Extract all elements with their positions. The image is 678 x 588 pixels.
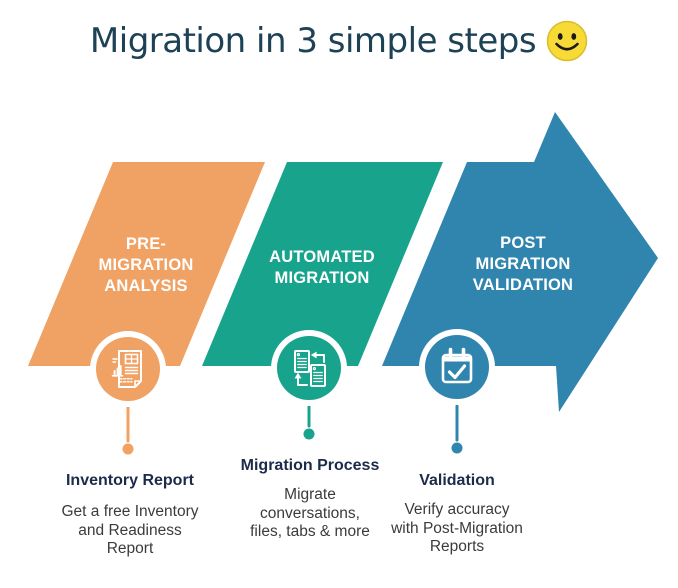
inventory-report-icon — [111, 350, 142, 388]
step2-caption-title: Migration Process — [240, 457, 380, 474]
step1-caption-body: Get a free Inventory and Readiness Repor… — [61, 503, 199, 557]
step3-label: POST MIGRATION VALIDATION — [472, 234, 574, 294]
step3-caption-title: Validation — [419, 472, 495, 489]
step2-label: AUTOMATED MIGRATION — [269, 248, 375, 287]
calendar-check-icon — [441, 347, 473, 384]
step1-badge-circle — [96, 337, 160, 401]
step2-caption-body: Migrate conversations, files, tabs & mor… — [250, 486, 370, 540]
step1-label: PRE- MIGRATION ANALYSIS — [98, 235, 194, 295]
step3-caption-body: Verify accuracy with Post-Migration Repo… — [391, 501, 523, 555]
step1-connector-dot — [122, 443, 134, 455]
step2-parallelogram — [202, 162, 443, 366]
step3-badge-circle — [425, 335, 489, 399]
step1-caption-title: Inventory Report — [65, 472, 194, 489]
step1-parallelogram — [28, 162, 265, 366]
migration-transfer-icon — [294, 350, 326, 387]
step3-connector-dot — [451, 442, 463, 454]
smiley-emoji-icon — [546, 20, 588, 62]
step2-connector-dot — [303, 428, 315, 440]
title-row: Migration in 3 simple steps — [0, 20, 678, 62]
page-title: Migration in 3 simple steps — [89, 21, 537, 61]
